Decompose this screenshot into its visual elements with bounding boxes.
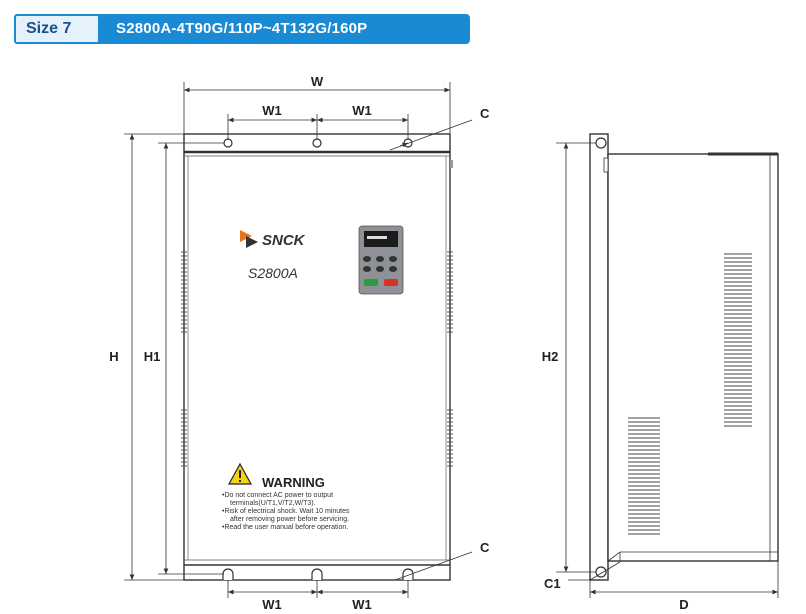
dim-label-w1-bottom-right: W1 bbox=[352, 597, 372, 612]
side-mount-hole-top bbox=[595, 137, 607, 149]
keypad-stop-key bbox=[384, 279, 398, 286]
side-view bbox=[589, 133, 779, 581]
side-upper-vents bbox=[724, 253, 752, 427]
warning-label: WARNING •Do not connect AC power to outp… bbox=[222, 462, 350, 531]
warning-line: •Read the user manual before operation. bbox=[222, 524, 348, 531]
mount-hole-top-center bbox=[312, 138, 322, 148]
dim-label-c-bottom: C bbox=[480, 540, 490, 555]
front-housing bbox=[183, 133, 451, 581]
mount-hole-top-left bbox=[223, 138, 233, 148]
size-label: Size 7 bbox=[14, 14, 100, 44]
mount-slot-bottom-right bbox=[402, 568, 414, 580]
panel-model: S2800A bbox=[248, 265, 298, 281]
warning-line: after removing power before servicing. bbox=[230, 516, 349, 523]
dim-label-w1-top-left: W1 bbox=[262, 103, 282, 118]
front-left-vents bbox=[181, 251, 187, 467]
dim-label-c1: C1 bbox=[544, 576, 561, 591]
warning-title: WARNING bbox=[262, 475, 325, 490]
dim-label-h1: H1 bbox=[144, 349, 161, 364]
mount-slot-bottom-center bbox=[311, 568, 323, 580]
warning-line: •Do not connect AC power to output bbox=[222, 492, 333, 499]
dim-label-h2: H2 bbox=[542, 349, 559, 364]
brand-name: SNCK bbox=[262, 232, 306, 249]
keypad-key bbox=[376, 266, 384, 272]
front-dimension-lines bbox=[124, 82, 473, 598]
side-lower-vents bbox=[628, 417, 660, 535]
keypad bbox=[358, 225, 404, 295]
dim-label-c-top: C bbox=[480, 106, 490, 121]
mount-slot-bottom-left bbox=[222, 568, 234, 580]
side-mount-flange bbox=[589, 133, 609, 581]
warning-line: terminals(U/T1,V/T2,W/T3). bbox=[230, 500, 316, 507]
brand-logo: SNCK bbox=[240, 230, 306, 249]
dim-label-w1-top-right: W1 bbox=[352, 103, 372, 118]
keypad-key bbox=[376, 256, 384, 262]
keypad-key bbox=[363, 256, 371, 262]
keypad-key bbox=[363, 266, 371, 272]
side-dimension-lines bbox=[556, 142, 779, 598]
side-housing bbox=[607, 153, 779, 562]
model-range-title: S2800A-4T90G/110P~4T132G/160P bbox=[116, 20, 368, 37]
dim-label-h: H bbox=[109, 349, 118, 364]
keypad-key bbox=[389, 256, 397, 262]
dim-label-w1-bottom-left: W1 bbox=[262, 597, 282, 612]
header-banner: Size 7 S2800A-4T90G/110P~4T132G/160P bbox=[0, 0, 806, 60]
keypad-run-key bbox=[364, 279, 378, 286]
front-right-vents bbox=[447, 251, 453, 467]
dim-label-d: D bbox=[679, 597, 688, 612]
front-view: SNCK S2800A WARNING •Do not connect AC p… bbox=[181, 133, 453, 581]
dim-label-w: W bbox=[311, 74, 324, 89]
model-range-bar bbox=[86, 14, 470, 44]
keypad-key bbox=[389, 266, 397, 272]
warning-line: •Risk of electrical shock. Wait 10 minut… bbox=[222, 508, 350, 515]
